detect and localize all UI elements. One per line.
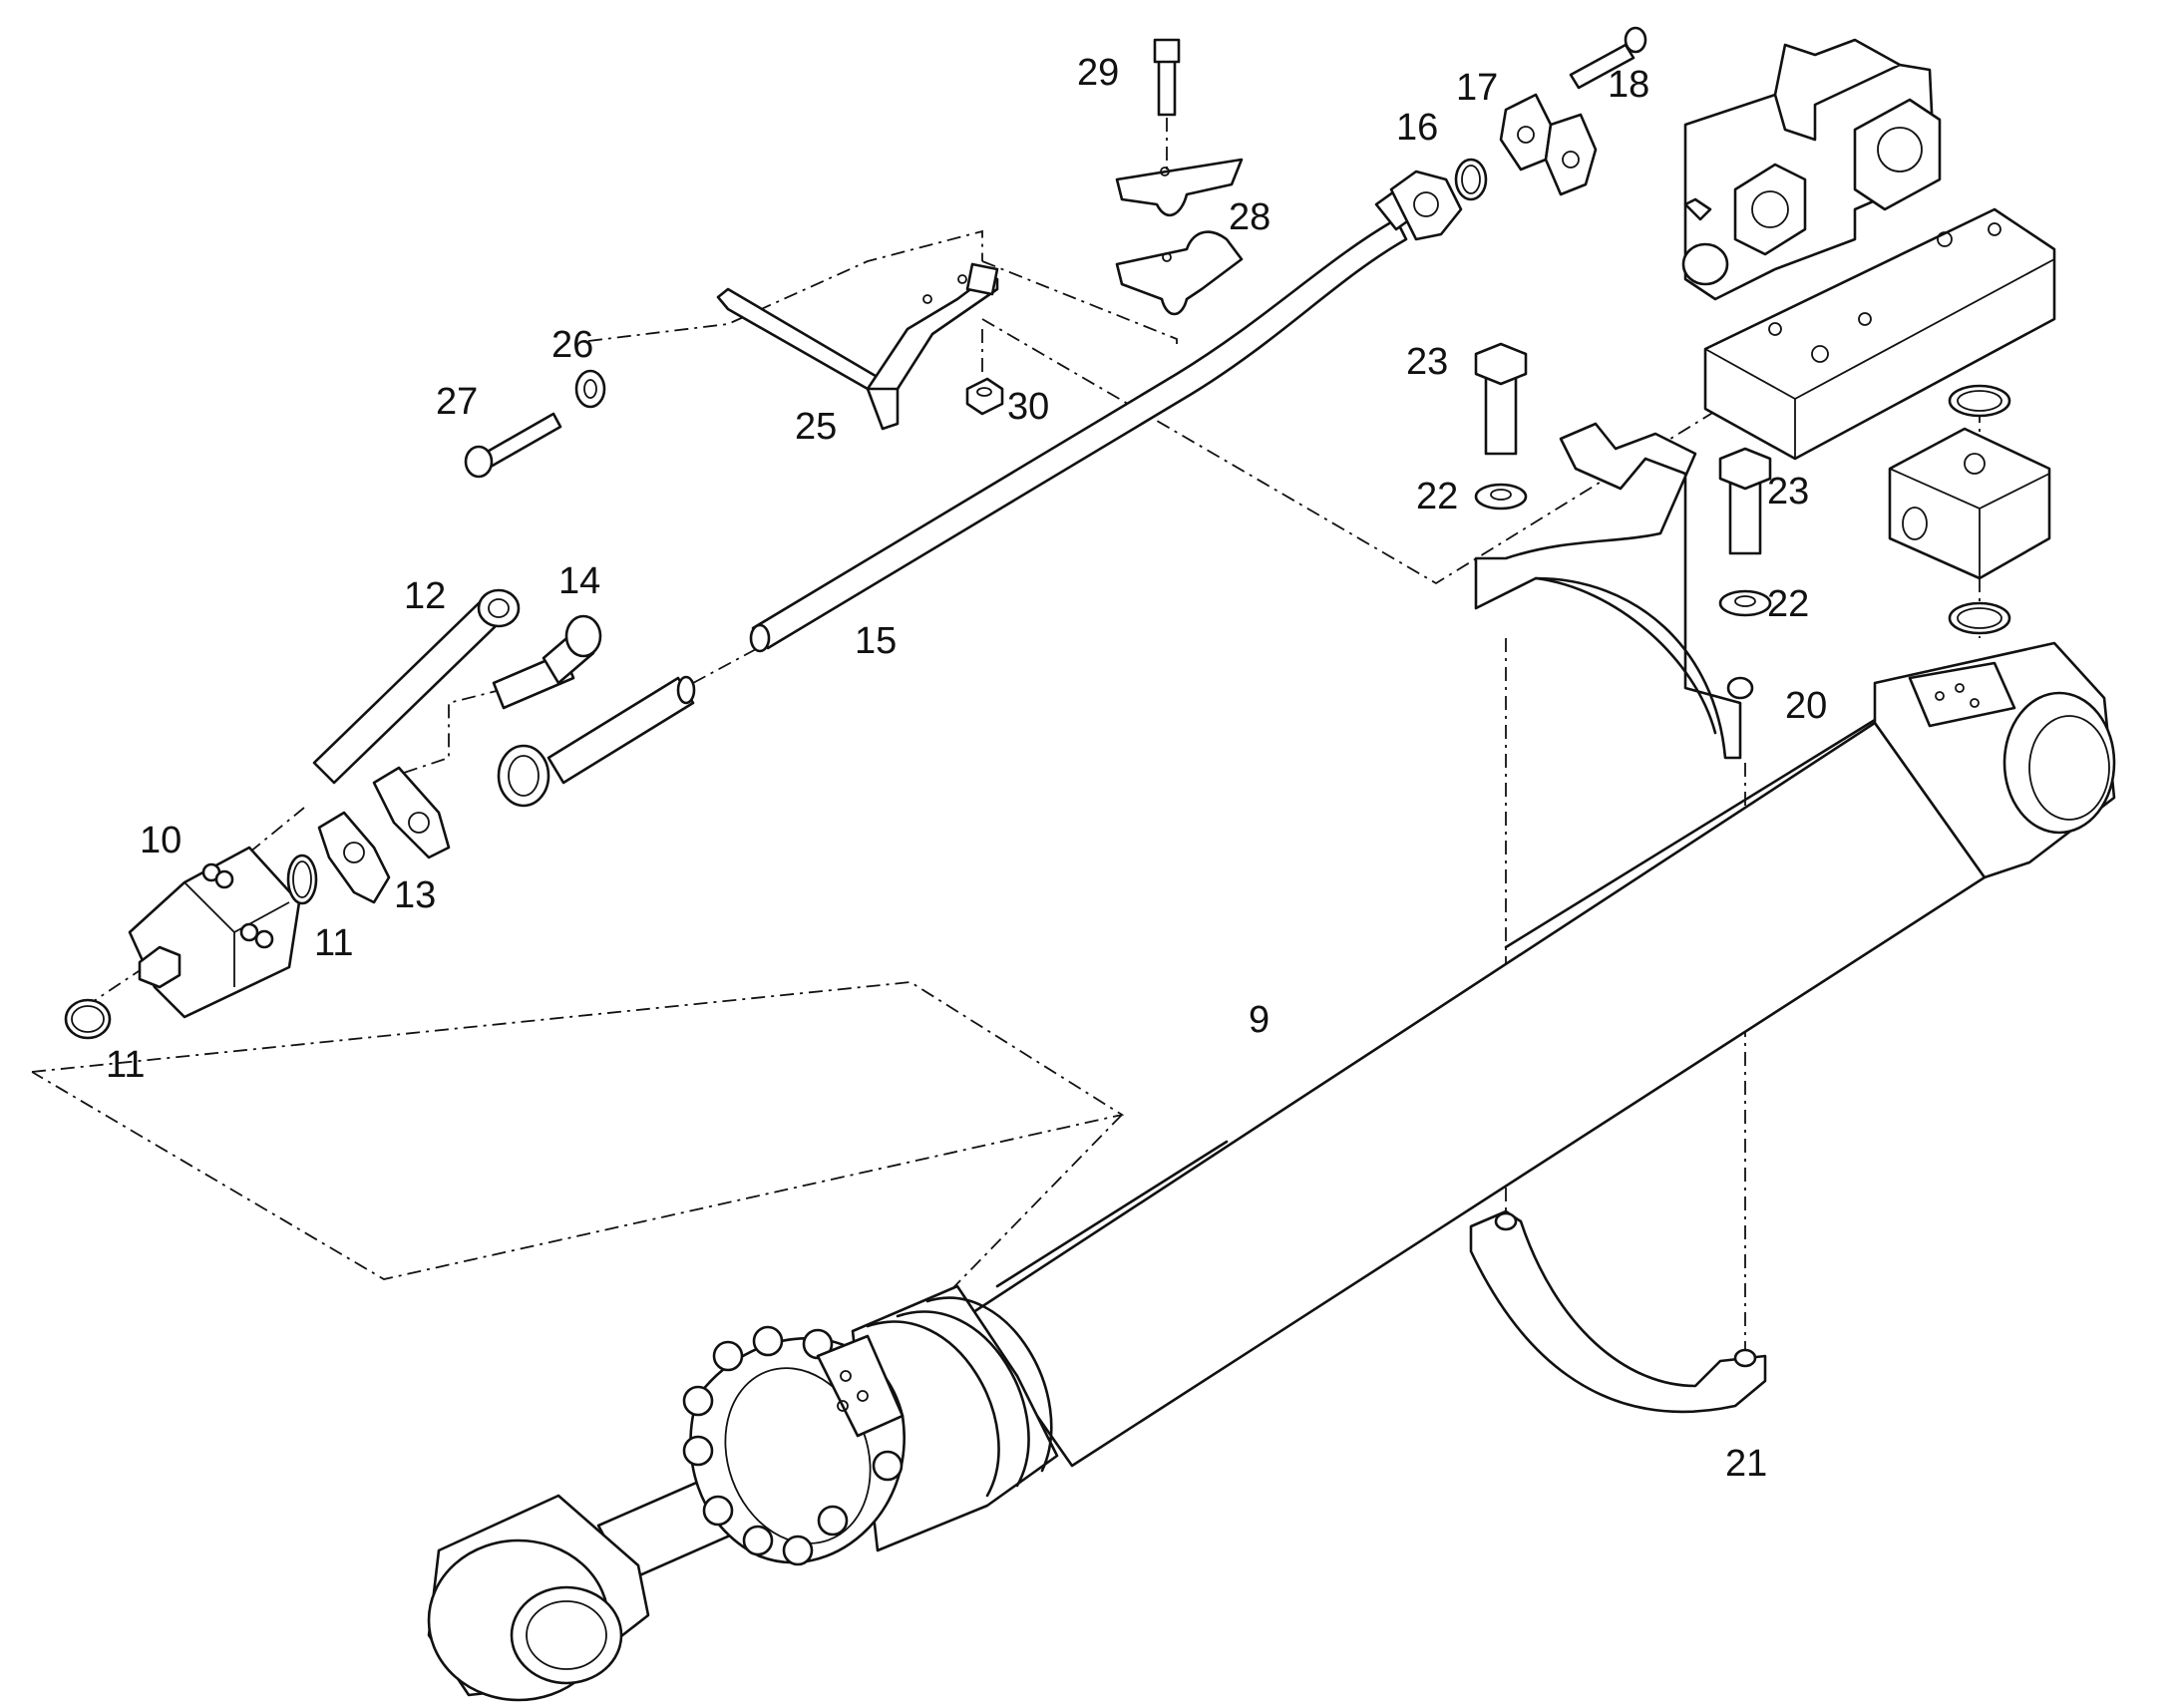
split-flange-17 <box>1499 93 1598 196</box>
bolt-27 <box>464 412 562 479</box>
washer-26 <box>574 369 606 409</box>
callout-23-left: 23 <box>1406 341 1448 383</box>
bolt-12 <box>312 588 521 785</box>
callout-30: 30 <box>1007 386 1049 428</box>
split-flange-13 <box>317 766 451 904</box>
clamp-bracket-20 <box>1474 422 1754 760</box>
callout-11-mid: 11 <box>314 922 353 964</box>
nut-30 <box>965 377 1004 416</box>
callout-10: 10 <box>140 820 182 861</box>
washer-22-left <box>1474 483 1528 511</box>
bolt-18 <box>1569 26 1647 90</box>
hydraulic-cylinder-body <box>427 641 2116 1702</box>
callout-23-right: 23 <box>1767 471 1809 512</box>
callout-labels: 9 10 11 11 12 13 14 15 16 17 18 20 21 22… <box>106 52 1827 1485</box>
bolt-23-right <box>1718 447 1772 555</box>
callout-28: 28 <box>1229 196 1271 238</box>
control-valve-assembly <box>1681 38 1942 301</box>
callout-14: 14 <box>558 560 600 602</box>
callout-18: 18 <box>1608 64 1649 106</box>
bracket-25 <box>716 262 999 431</box>
callout-22-right: 22 <box>1767 583 1809 625</box>
callout-15: 15 <box>855 620 897 662</box>
o-ring-lower-manifold <box>1948 601 2011 635</box>
callout-16: 16 <box>1396 107 1438 149</box>
bolt-23-left <box>1474 342 1528 456</box>
o-ring-11-left <box>64 998 112 1040</box>
bolt-29 <box>1153 38 1181 117</box>
pipe-clamp-28 <box>1115 158 1244 316</box>
callout-26: 26 <box>551 324 593 366</box>
hydraulic-tube-15 <box>749 170 1463 653</box>
o-ring-upper-manifold <box>1948 384 2011 418</box>
callout-29: 29 <box>1077 52 1119 94</box>
callout-11-left: 11 <box>106 1044 145 1086</box>
valve-block-10 <box>128 846 301 1019</box>
bolt-14 <box>492 614 602 710</box>
callout-17: 17 <box>1456 67 1498 109</box>
o-ring-11-mid <box>286 854 318 905</box>
callout-9: 9 <box>1249 999 1270 1041</box>
clamp-lower-21 <box>1469 1209 1767 1414</box>
manifold-plate-upper <box>1703 207 2056 461</box>
washer-22-right <box>1718 589 1772 617</box>
callout-13: 13 <box>394 874 436 916</box>
callout-27: 27 <box>436 381 478 423</box>
o-ring-16 <box>1454 158 1488 201</box>
callout-12: 12 <box>404 575 446 617</box>
tube-lower-fitting <box>497 675 696 808</box>
callout-21: 21 <box>1725 1443 1767 1485</box>
manifold-plate-lower <box>1888 427 2051 580</box>
callout-25: 25 <box>795 406 837 448</box>
callout-20: 20 <box>1785 685 1827 727</box>
callout-22-left: 22 <box>1416 476 1458 517</box>
